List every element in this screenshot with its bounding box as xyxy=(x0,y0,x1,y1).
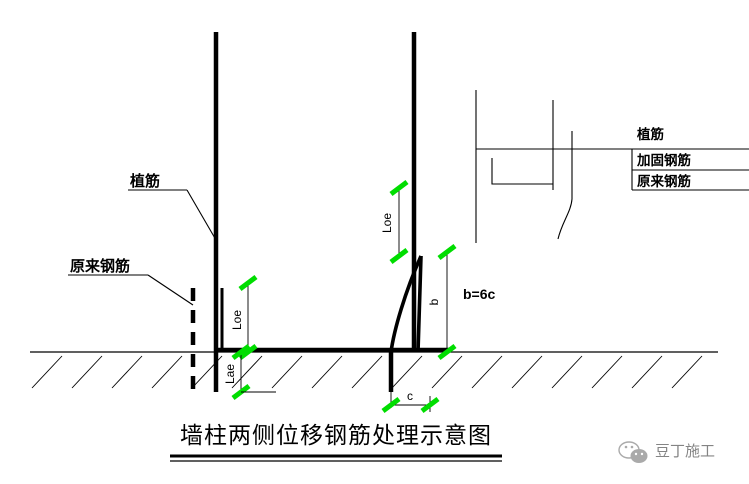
dim-label-left-loe: Loe xyxy=(230,310,244,330)
dimension-right-loe: Loe xyxy=(380,182,407,262)
legend-item-0-label: 植筋 xyxy=(636,126,664,143)
wall-column-outline xyxy=(213,32,449,392)
dimension-left-lae: Lae xyxy=(223,346,276,398)
offset-reinforcement-bar xyxy=(389,255,423,353)
dim-label-right-loe: Loe xyxy=(380,213,394,233)
dimension-left-loe: Loe xyxy=(230,277,256,358)
watermark: 豆丁施工 xyxy=(618,441,715,463)
leader-original-rebar: 原来钢筋 xyxy=(68,257,194,306)
detail-bracket xyxy=(491,158,553,185)
legend-box: 植筋 加固钢筋 原来钢筋 xyxy=(631,126,749,191)
diagram-title-group: 墙柱两侧位移钢筋处理示意图 xyxy=(170,423,502,462)
legend-item-1-label: 加固钢筋 xyxy=(636,152,691,169)
label-planted-rebar: 植筋 xyxy=(130,172,160,190)
legend-item-2-label: 原来钢筋 xyxy=(637,173,691,190)
dimension-offset-height: b b=6c xyxy=(427,246,496,358)
bent-bar-crank xyxy=(389,255,423,353)
leader-line-original-d xyxy=(147,274,194,306)
leader-planted-rebar: 植筋 xyxy=(128,172,217,241)
leader-line-planted-d xyxy=(186,189,217,241)
ground-hatch-region xyxy=(30,351,718,389)
diagram-title: 墙柱两侧位移钢筋处理示意图 xyxy=(180,423,492,449)
label-original-rebar: 原来钢筋 xyxy=(70,257,130,275)
hatch-lines xyxy=(31,355,703,389)
detail-drawing xyxy=(475,90,632,243)
dimension-bottom-offset: c xyxy=(383,389,438,412)
watermark-text: 豆丁施工 xyxy=(655,442,715,460)
bent-bar-upper xyxy=(416,255,423,353)
wechat-icon xyxy=(618,441,648,463)
dim-label-c: c xyxy=(407,389,413,403)
dim-label-left-lae: Lae xyxy=(223,364,237,384)
dim-label-b: b xyxy=(427,298,441,305)
detail-curved-bar xyxy=(557,131,573,240)
dim-label-b-formula: b=6c xyxy=(463,286,496,302)
